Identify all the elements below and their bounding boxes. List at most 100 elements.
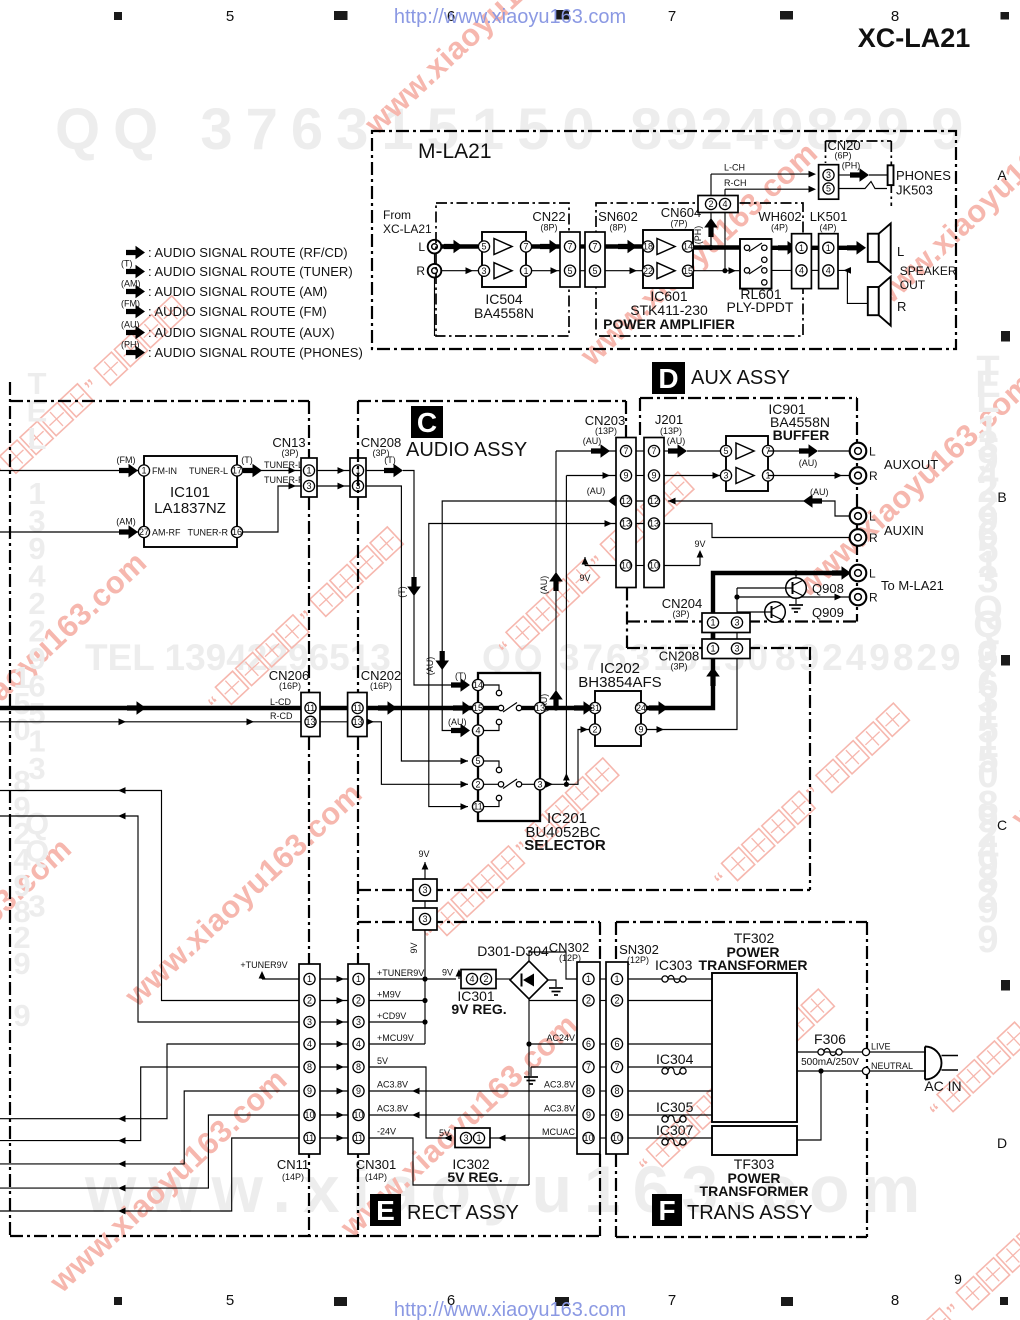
- svg-text:CN13: CN13: [272, 435, 305, 450]
- svg-text:L-CD: L-CD: [270, 697, 292, 707]
- svg-text:AC3.8V: AC3.8V: [377, 1080, 408, 1090]
- svg-text:1: 1: [710, 644, 715, 654]
- svg-text:(3P): (3P): [672, 609, 689, 619]
- svg-text:IC304: IC304: [656, 1051, 694, 1067]
- svg-text:9: 9: [13, 868, 30, 903]
- svg-text:http://www.xiaoyu163.com: http://www.xiaoyu163.com: [394, 1299, 626, 1320]
- svg-text:Q: Q: [25, 834, 49, 869]
- svg-text:CN208: CN208: [659, 649, 699, 664]
- svg-text:M-LA21: M-LA21: [418, 140, 492, 163]
- svg-text:3: 3: [481, 266, 486, 276]
- svg-text:10: 10: [612, 1133, 622, 1143]
- svg-text:+M9V: +M9V: [377, 990, 401, 1000]
- svg-text:5: 5: [977, 529, 998, 571]
- svg-text:31: 31: [590, 703, 600, 713]
- svg-text:AUX ASSY: AUX ASSY: [691, 367, 790, 389]
- svg-text:8: 8: [977, 859, 998, 901]
- svg-text:(16P): (16P): [279, 681, 301, 691]
- svg-text:IC307: IC307: [656, 1122, 694, 1138]
- svg-text:IC305: IC305: [656, 1099, 694, 1115]
- svg-text:5: 5: [13, 686, 30, 721]
- svg-text:2: 2: [28, 614, 45, 649]
- svg-text:Q: Q: [973, 604, 1003, 646]
- svg-text:: AUDIO SIGNAL ROUTE (AM): : AUDIO SIGNAL ROUTE (AM): [148, 284, 327, 299]
- svg-text:24: 24: [636, 703, 646, 713]
- svg-text:3: 3: [28, 504, 45, 539]
- svg-text:9V: 9V: [418, 849, 429, 859]
- svg-text:13: 13: [535, 703, 545, 713]
- svg-text:7: 7: [592, 242, 597, 252]
- svg-text:7: 7: [668, 8, 676, 25]
- svg-text:1: 1: [977, 544, 998, 586]
- svg-text:FM-IN: FM-IN: [152, 466, 177, 476]
- svg-text:1: 1: [977, 694, 998, 736]
- svg-text:L-CH: L-CH: [724, 163, 745, 173]
- svg-text:TRANSFORMER: TRANSFORMER: [700, 1183, 809, 1199]
- svg-text:TUNER-L: TUNER-L: [189, 466, 228, 476]
- svg-text:8: 8: [13, 894, 30, 929]
- svg-text:CN604: CN604: [661, 205, 701, 220]
- svg-text:2: 2: [614, 996, 619, 1006]
- svg-text:2: 2: [977, 874, 998, 916]
- svg-text:4: 4: [469, 974, 474, 984]
- svg-text:R: R: [869, 469, 878, 483]
- svg-text:C: C: [417, 407, 437, 438]
- svg-text:R: R: [416, 264, 425, 278]
- svg-text:8: 8: [586, 1086, 591, 1096]
- svg-text:PLY-DPDT: PLY-DPDT: [727, 299, 794, 315]
- svg-text:L: L: [869, 567, 876, 581]
- svg-text:(AU): (AU): [587, 486, 606, 496]
- svg-text:-24V: -24V: [377, 1127, 396, 1137]
- svg-text:IC302: IC302: [452, 1156, 490, 1172]
- svg-text:12: 12: [649, 496, 659, 506]
- svg-text:BH3854AFS: BH3854AFS: [578, 674, 661, 691]
- svg-text:: AUDIO SIGNAL ROUTE (TUNER): : AUDIO SIGNAL ROUTE (TUNER): [148, 264, 353, 279]
- svg-text:POWER: POWER: [727, 944, 780, 960]
- svg-text:R: R: [869, 591, 878, 605]
- svg-text:(AM): (AM): [116, 517, 136, 527]
- svg-text:5: 5: [567, 266, 572, 276]
- svg-text:5V: 5V: [377, 1056, 388, 1066]
- svg-text:11: 11: [305, 1133, 314, 1143]
- svg-text:15: 15: [683, 266, 693, 276]
- svg-text:BA4558N: BA4558N: [770, 414, 830, 430]
- svg-text:SELECTOR: SELECTOR: [524, 837, 606, 854]
- svg-text:16: 16: [232, 527, 242, 537]
- svg-text:L: L: [869, 510, 876, 524]
- svg-text:RL601: RL601: [740, 286, 781, 302]
- svg-text:2: 2: [977, 814, 998, 856]
- svg-text:(AU): (AU): [667, 436, 686, 446]
- svg-text:TUNER-L: TUNER-L: [264, 460, 303, 470]
- svg-text:6: 6: [977, 514, 998, 556]
- svg-text:1: 1: [28, 476, 45, 511]
- svg-text:IC101: IC101: [170, 484, 210, 501]
- svg-text:10: 10: [649, 561, 659, 571]
- svg-text:LK501: LK501: [810, 209, 848, 224]
- svg-text:5: 5: [977, 739, 998, 781]
- svg-text:4: 4: [826, 266, 831, 276]
- svg-text:+CD9V: +CD9V: [377, 1011, 406, 1021]
- svg-text:POWER: POWER: [728, 1170, 781, 1186]
- svg-text:1: 1: [307, 974, 312, 984]
- svg-text:WH602: WH602: [758, 209, 801, 224]
- svg-text:TUNER-R: TUNER-R: [188, 528, 229, 538]
- svg-text:: AUDIO SIGNAL ROUTE (PHONES): : AUDIO SIGNAL ROUTE (PHONES): [148, 345, 363, 360]
- svg-text:3: 3: [977, 679, 998, 721]
- svg-text:9: 9: [954, 1271, 962, 1287]
- svg-text:5: 5: [226, 1292, 234, 1309]
- svg-text:4: 4: [722, 199, 727, 209]
- svg-text:4: 4: [28, 559, 46, 594]
- svg-text:7: 7: [586, 1062, 591, 1072]
- svg-text:8: 8: [356, 1062, 361, 1072]
- svg-text:(AU): (AU): [425, 657, 435, 676]
- svg-text:9: 9: [28, 641, 45, 676]
- svg-text:+MCU9V: +MCU9V: [377, 1033, 414, 1043]
- svg-text:BA4558N: BA4558N: [474, 305, 534, 321]
- svg-text:E: E: [376, 1195, 395, 1226]
- svg-text:Q909: Q909: [812, 605, 844, 620]
- svg-text:2: 2: [977, 484, 998, 526]
- svg-text:1: 1: [476, 1133, 481, 1143]
- svg-text:4: 4: [307, 1039, 312, 1049]
- svg-text:IC303: IC303: [655, 957, 693, 973]
- svg-text:CN208: CN208: [361, 435, 401, 450]
